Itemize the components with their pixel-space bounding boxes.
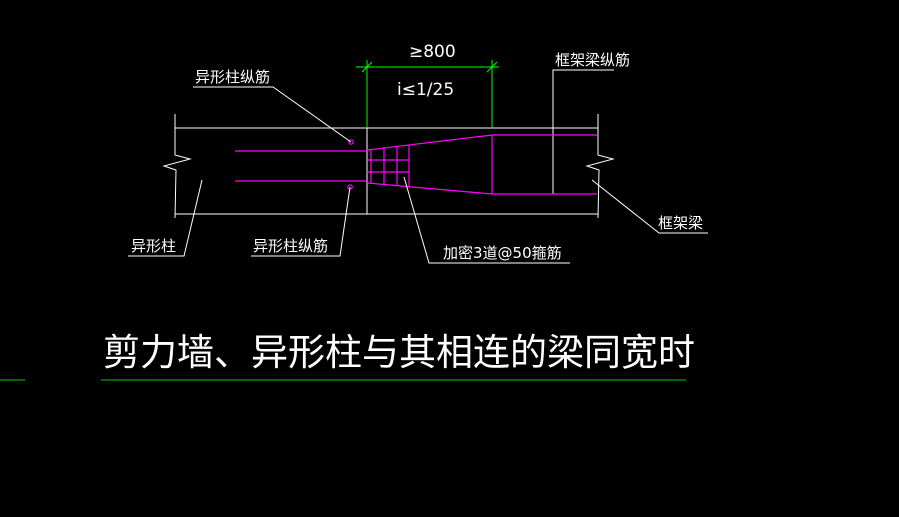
beam-rebar-lower-bent	[366, 182, 493, 195]
dim-tick-left	[361, 61, 373, 73]
label-column: 异形柱	[131, 237, 176, 255]
right-break-line	[585, 114, 615, 219]
leader-column-rebar-top	[193, 86, 352, 143]
leader-column-rebar-bottom	[251, 186, 351, 257]
label-dim-length: ≥800	[409, 42, 456, 62]
leader-lines	[128, 69, 708, 264]
beam-rebar-upper-bent	[366, 134, 493, 151]
drawing-title: 剪力墙、异形柱与其相连的梁同宽时	[103, 331, 695, 374]
leader-beam-rebar	[552, 69, 614, 73]
label-stirrups: 加密3道@50箍筋	[443, 244, 562, 262]
label-column-rebar-bottom: 异形柱纵筋	[253, 237, 328, 255]
leader-frame-beam	[591, 179, 708, 234]
rebar-dot-top	[348, 139, 354, 145]
dimension-group	[356, 60, 499, 128]
rebar-group	[235, 134, 597, 195]
label-frame-beam: 框架梁	[658, 214, 703, 232]
leader-column	[128, 179, 203, 257]
label-beam-rebar: 框架梁纵筋	[555, 51, 630, 69]
label-column-rebar-top: 异形柱纵筋	[195, 68, 270, 86]
label-dim-slope: i≤1/25	[397, 80, 454, 100]
left-break-line	[162, 114, 192, 219]
dim-tick-right	[486, 61, 498, 73]
leader-stirrups	[403, 176, 570, 264]
beam-outline	[162, 73, 615, 219]
